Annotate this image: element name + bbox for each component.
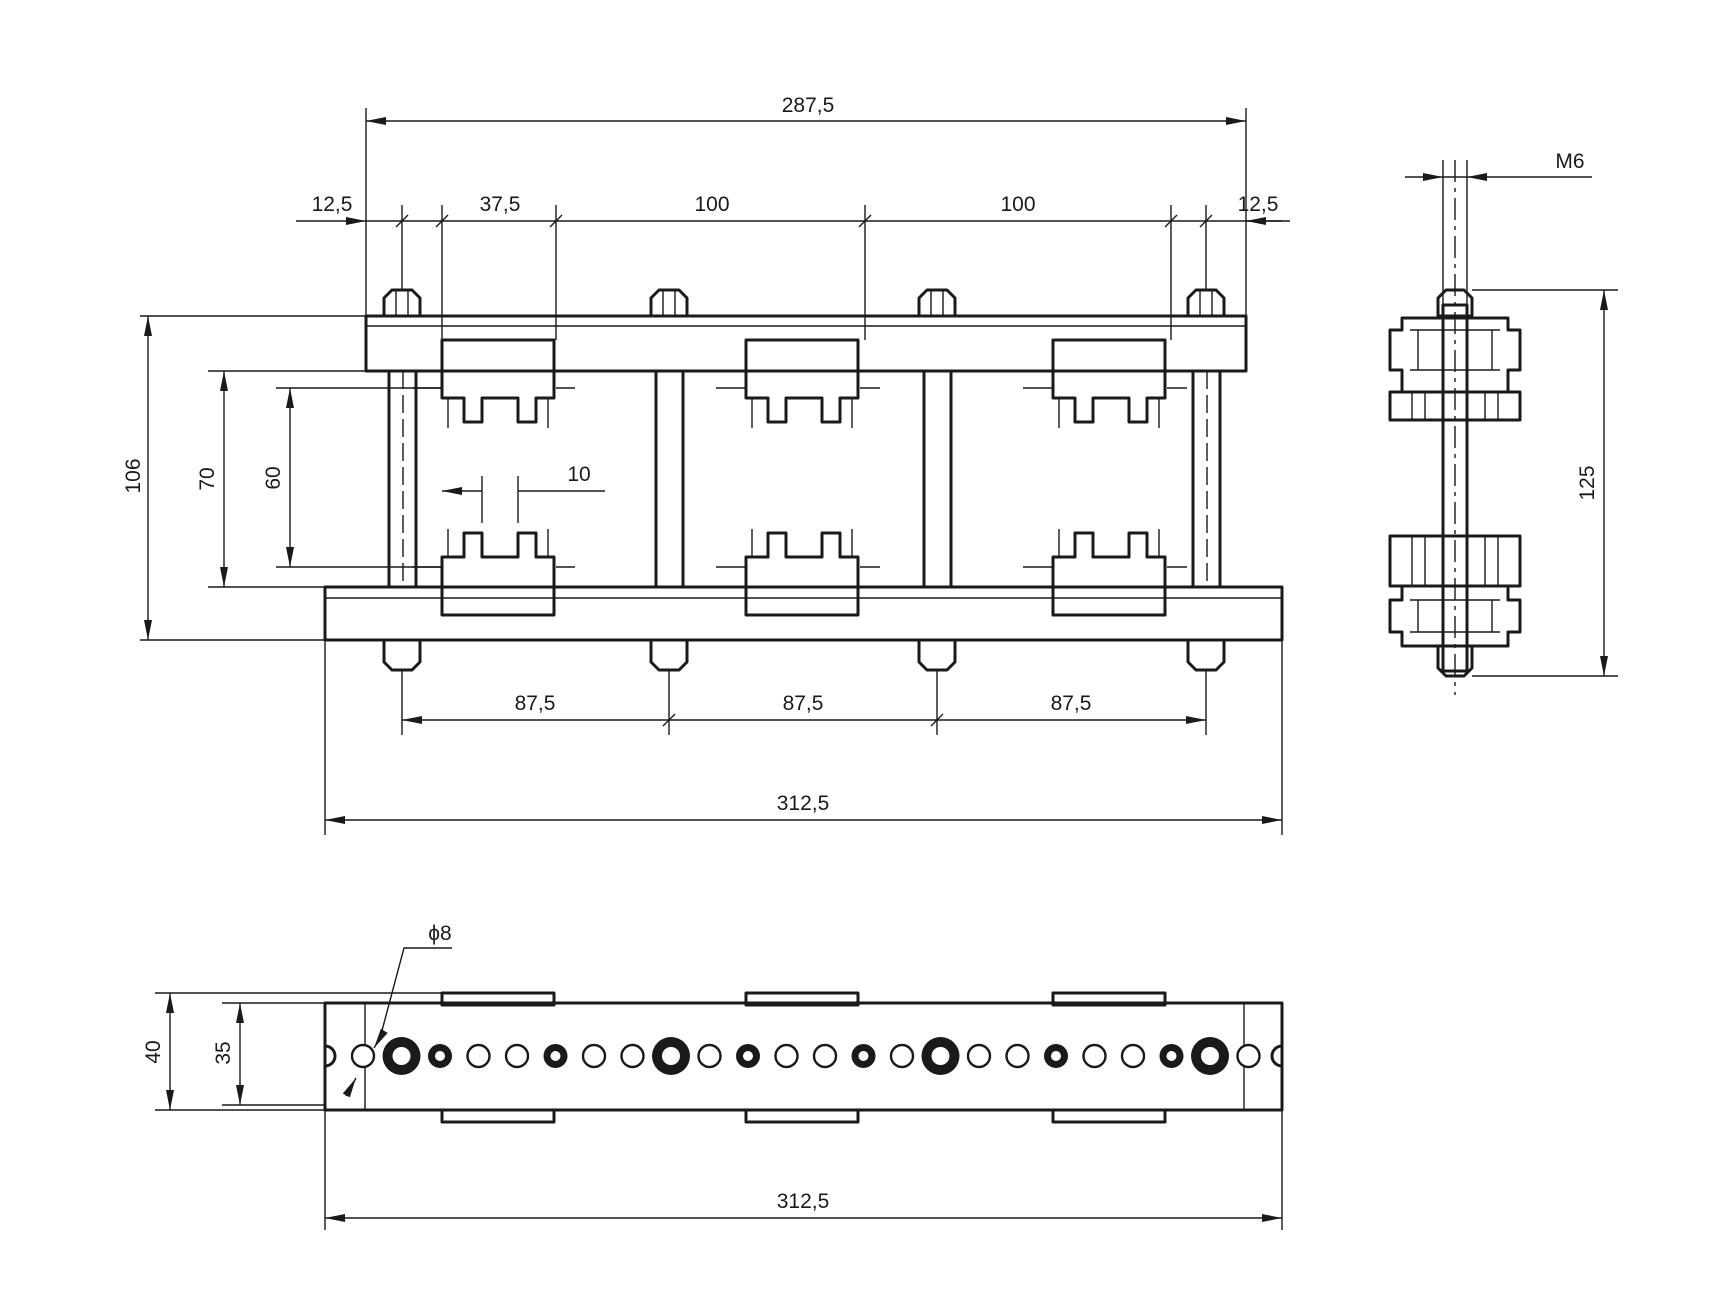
- dim-thread: M6: [1555, 150, 1584, 173]
- hole: [620, 1043, 645, 1069]
- stud-hole-bore: [931, 1047, 950, 1065]
- hole: [697, 1043, 722, 1069]
- hole: [774, 1043, 799, 1069]
- hole: [1005, 1043, 1030, 1069]
- holes: [350, 1037, 1261, 1075]
- stud-hole-bore: [662, 1047, 680, 1065]
- dim-height-overall: 106: [122, 458, 145, 493]
- dim-spacing-1: 87,5: [515, 692, 556, 715]
- hole: [1082, 1043, 1107, 1069]
- stud-hole-bore: [392, 1047, 411, 1065]
- plan-view: ϕ8 40 35 312,5: [142, 922, 1284, 1230]
- bottom-busbar: [323, 585, 1284, 642]
- hole: [581, 1043, 607, 1069]
- dim-offset-left: 12,5: [312, 193, 353, 216]
- stud-hole-bore: [743, 1051, 753, 1061]
- top-nuts: [382, 288, 1226, 318]
- dim-slot-width: 10: [567, 463, 590, 486]
- top-busbar: [364, 314, 1248, 373]
- hole: [1236, 1043, 1261, 1069]
- studs: [387, 369, 1222, 589]
- dim-overall-bottom: 312,5: [777, 792, 830, 815]
- front-view: 287,5 12,5 37,5 100 100 12,5 106 70 60 1…: [122, 94, 1290, 835]
- stud-hole-bore: [435, 1051, 445, 1061]
- stud-hole-bore: [1201, 1047, 1219, 1065]
- plan-busbar: [323, 1001, 1284, 1112]
- hole: [504, 1043, 530, 1069]
- dim-overall-top: 287,5: [782, 94, 835, 117]
- dim-pitch-first: 37,5: [480, 193, 521, 216]
- dim-spacing-2: 87,5: [783, 692, 824, 715]
- dim-height-inner: 70: [196, 467, 219, 490]
- dim-spacing-3: 87,5: [1051, 692, 1092, 715]
- dim-side-height: 125: [1576, 465, 1599, 500]
- dim-pitch-mid: 100: [694, 193, 729, 216]
- hole: [812, 1043, 838, 1069]
- hole: [966, 1043, 992, 1069]
- dim-plan-length: 312,5: [777, 1190, 830, 1213]
- stud-hole-bore: [1166, 1051, 1177, 1061]
- bottom-nuts: [382, 638, 1226, 672]
- front-extension-lines: [140, 108, 1283, 835]
- stud-hole-bore: [1051, 1051, 1061, 1061]
- dim-height-clamp: 60: [262, 466, 285, 489]
- dim-hole-diameter: ϕ8: [428, 922, 451, 945]
- hole: [350, 1043, 376, 1069]
- stud-hole-bore: [550, 1051, 561, 1061]
- hole: [889, 1043, 915, 1069]
- side-view: M6 125: [1388, 150, 1618, 695]
- dim-pitch-right: 100: [1000, 193, 1035, 216]
- hole: [1120, 1043, 1146, 1069]
- front-dimension-lines: [144, 117, 1290, 824]
- upper-clamps: [412, 338, 1187, 430]
- stud-hole-bore: [858, 1051, 869, 1061]
- hole: [466, 1043, 491, 1069]
- dim-plan-height-inner: 35: [212, 1041, 235, 1064]
- dim-offset-right: 12,5: [1238, 193, 1279, 216]
- lower-clamps: [412, 527, 1187, 617]
- dim-plan-height-outer: 40: [142, 1040, 165, 1063]
